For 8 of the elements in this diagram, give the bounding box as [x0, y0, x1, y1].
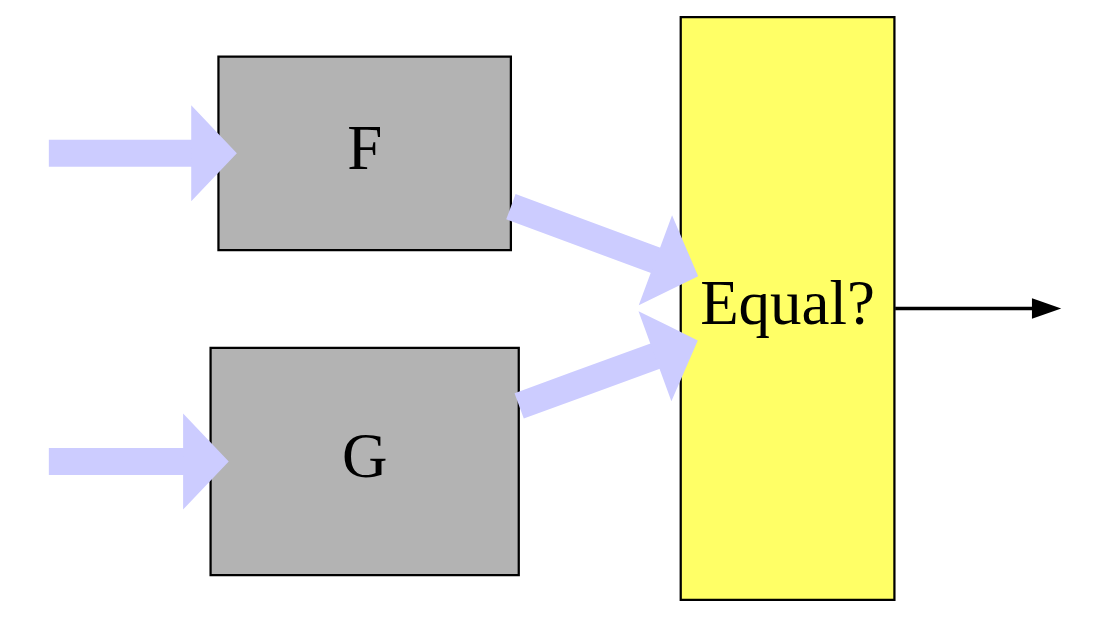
node-box: Equal?: [679, 16, 896, 601]
arrow: [48, 413, 229, 510]
node-box: F: [217, 55, 512, 252]
arrow: [895, 298, 1062, 319]
node-box: G: [209, 346, 520, 577]
arrow: [506, 194, 699, 306]
arrow: [514, 311, 698, 419]
arrow: [48, 105, 237, 202]
